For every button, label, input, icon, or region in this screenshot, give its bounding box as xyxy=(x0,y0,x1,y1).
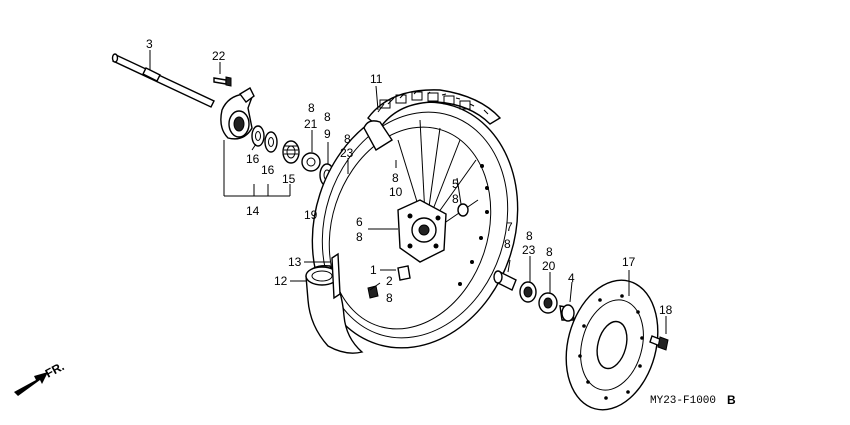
label-8j: 8 xyxy=(386,291,393,305)
label-8h: 8 xyxy=(526,229,533,243)
label-2: 2 xyxy=(386,274,393,288)
label-4: 4 xyxy=(568,271,575,285)
label-14: 14 xyxy=(246,204,260,218)
label-1: 1 xyxy=(370,263,377,277)
brake-disc xyxy=(565,270,659,411)
hub-collar xyxy=(457,203,469,217)
gearbox-bracket-lines xyxy=(223,140,291,197)
label-8i: 8 xyxy=(546,245,553,259)
direction-label: FR. xyxy=(43,359,67,380)
label-6: 6 xyxy=(356,215,363,229)
wheel-hub xyxy=(368,199,447,263)
label-16a: 16 xyxy=(246,152,260,166)
label-8g: 8 xyxy=(504,237,511,251)
label-8f: 8 xyxy=(356,230,363,244)
diagram-suffix: B xyxy=(727,393,736,407)
label-10: 10 xyxy=(389,185,403,199)
tire xyxy=(363,89,502,151)
label-3: 3 xyxy=(146,37,153,51)
label-16b: 16 xyxy=(261,163,275,177)
label-23a: 23 xyxy=(340,146,354,160)
forward-direction-arrow: FR. xyxy=(14,359,66,396)
label-19: 19 xyxy=(304,208,318,222)
label-15: 15 xyxy=(282,172,296,186)
tube-and-rim-band xyxy=(290,252,364,354)
label-8a: 8 xyxy=(308,101,315,115)
label-5: 5 xyxy=(452,177,459,191)
label-8b: 8 xyxy=(324,110,331,124)
leader-lines xyxy=(251,85,573,303)
label-7: 7 xyxy=(506,220,513,234)
label-22: 22 xyxy=(212,49,226,63)
label-23b: 23 xyxy=(522,243,536,257)
valve-cap-and-nut xyxy=(367,265,411,299)
front-axle xyxy=(111,50,215,108)
gearbox-seals xyxy=(251,125,300,164)
right-side-parts xyxy=(493,270,575,322)
label-12: 12 xyxy=(274,274,288,288)
label-20: 20 xyxy=(542,259,556,273)
label-18: 18 xyxy=(659,303,673,317)
label-21: 21 xyxy=(304,117,318,131)
speedometer-bolt xyxy=(213,62,232,87)
label-8d: 8 xyxy=(392,171,399,185)
label-17: 17 xyxy=(622,255,636,269)
label-8c: 8 xyxy=(344,132,351,146)
part-labels: 3 22 11 8 21 8 9 8 23 16 16 15 14 8 10 5… xyxy=(146,37,673,317)
diagram-code: MY23-F1000 xyxy=(650,395,716,407)
speedometer-gearbox xyxy=(220,87,255,140)
disc-bolt xyxy=(649,316,669,351)
label-8e: 8 xyxy=(452,192,459,206)
label-9: 9 xyxy=(324,127,331,141)
label-13: 13 xyxy=(288,255,302,269)
label-11: 11 xyxy=(370,72,383,86)
